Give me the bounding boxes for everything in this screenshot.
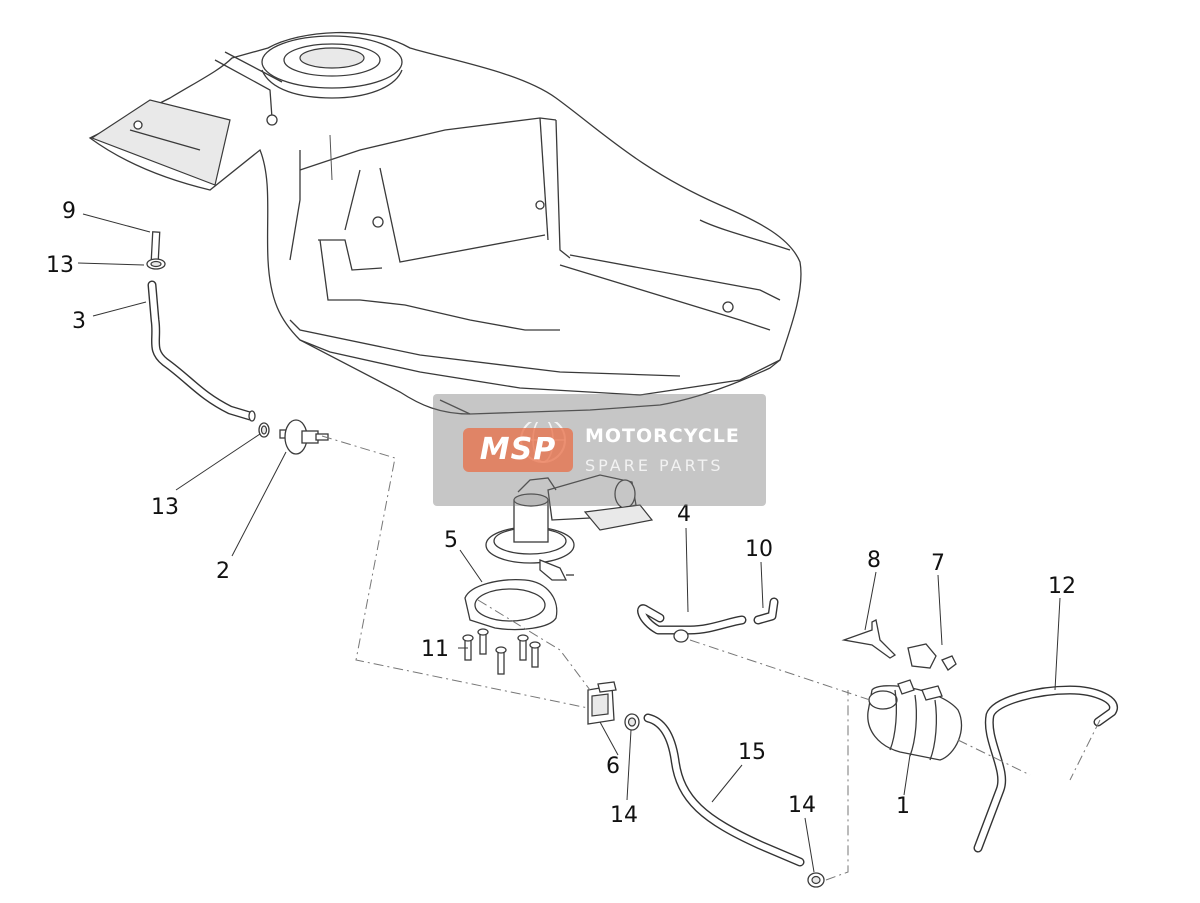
hose-12 [973, 685, 1118, 853]
msp-watermark: MSP MOTORCYCLE SPARE PARTS [433, 394, 766, 506]
label-part-2: 2 [216, 559, 230, 584]
fuel-pump-assembly [485, 474, 654, 581]
bolts [462, 628, 541, 675]
pump-gasket [464, 579, 558, 631]
label-part-4: 4 [677, 502, 691, 527]
msp-title: MOTORCYCLE [585, 425, 740, 447]
valve-2 [279, 419, 329, 455]
fuel-tank [88, 31, 802, 415]
leader-lines [77, 213, 1061, 873]
vent-hose-3 [147, 280, 256, 422]
clip-7 [907, 643, 957, 671]
hose-4 [637, 604, 747, 643]
label-part-11: 11 [421, 637, 449, 662]
clip-6 [587, 681, 617, 725]
hose-15 [643, 713, 805, 867]
label-part-7: 7 [931, 551, 945, 576]
clamp-14-left [624, 713, 640, 731]
msp-subtitle: SPARE PARTS [585, 456, 724, 475]
label-part-15: 15 [738, 740, 766, 765]
label-part-9: 9 [62, 199, 76, 224]
label-part-5: 5 [444, 528, 458, 553]
label-part-14-right: 14 [788, 793, 816, 818]
breather-pipe-9 [150, 231, 161, 261]
label-part-8: 8 [867, 548, 881, 573]
clamp-13-bottom [258, 422, 270, 438]
label-part-3: 3 [72, 309, 86, 334]
clamp-13-top [146, 258, 166, 270]
label-part-10: 10 [745, 537, 773, 562]
label-part-1: 1 [896, 794, 910, 819]
label-part-14-left: 14 [610, 803, 638, 828]
msp-badge: MSP [463, 428, 573, 472]
clamp-14-right [807, 872, 825, 888]
carbon-canister-1 [867, 679, 963, 761]
elbow-fitting-10 [753, 597, 779, 625]
label-part-13-top: 13 [46, 253, 74, 278]
bracket-8 [841, 619, 897, 659]
label-part-12: 12 [1048, 574, 1076, 599]
part-numbers: 9 13 3 13 2 5 4 10 8 7 12 11 6 15 14 14 … [46, 199, 1076, 828]
routing-lines [321, 435, 1101, 881]
label-part-13-bottom: 13 [151, 495, 179, 520]
label-part-6: 6 [606, 754, 620, 779]
